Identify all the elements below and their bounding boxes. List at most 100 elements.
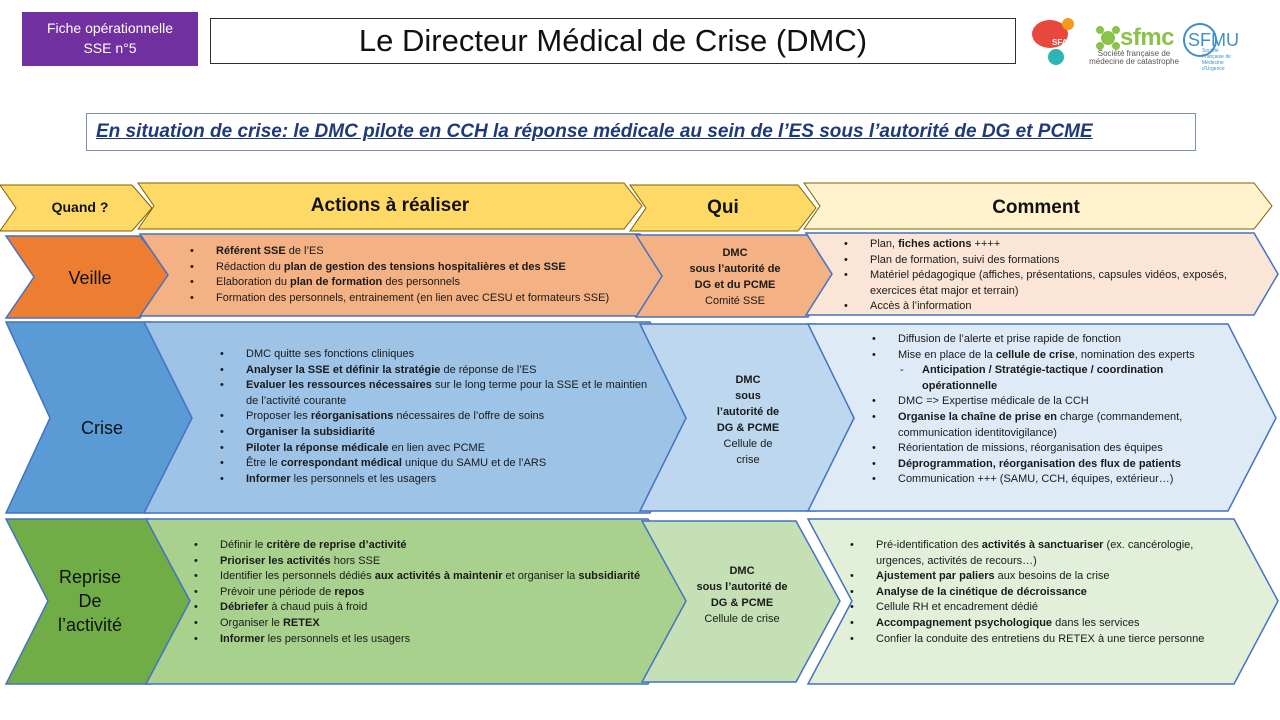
reprise-action-text-run: RETEX [282,616,320,629]
reprise-comment-item: Ajustement par paliers aux besoins de la… [850,569,1232,585]
reprise-comment-text-run: activités à sanctuariser [981,539,1104,551]
reprise-action-text-run: Prévoir une période de [220,585,335,598]
row-label-crise: Crise [80,418,123,438]
veille-action-item: Rédaction du plan de gestion des tension… [190,260,648,276]
veille-action-text-run: Elaboration du [216,276,290,289]
veille-actions: Référent SSE de l’ESRédaction du plan de… [188,244,648,306]
reprise-comment-list: Pré-identification des activités à sanct… [848,538,1232,647]
crise-comment-text-run: , nomination des experts [1074,348,1195,361]
reprise-action-text-run: critère de reprise d’activité [266,539,407,551]
veille-actions-list: Référent SSE de l’ESRédaction du plan de… [188,244,648,306]
veille-comment: Plan, fiches actions ++++Plan de formati… [842,237,1252,315]
sfmu-logo-ring [1183,23,1217,57]
reprise-qui-line: sous l’autorité de [696,581,788,593]
row-label-reprise-line3: l’activité [57,615,123,635]
header-actions-shape [137,182,643,230]
veille-action-text-run: des personnels [382,276,460,289]
crise-action-text-run: DMC quitte ses fonctions cliniques [246,348,415,360]
veille-comment-list: Plan, fiches actions ++++Plan de formati… [842,237,1252,315]
veille-comment-item: Plan, fiches actions ++++ [844,237,1252,253]
reprise-action-item: Informer les personnels et les usagers [194,632,642,648]
crise-comment-text-run: Déprogrammation, réorganisation des flux… [898,457,1181,470]
crise-action-item: Piloter la réponse médicale en lien avec… [220,441,648,457]
reprise-action-item: Prévoir une période de repos [194,585,642,601]
crise-qui-line: crise [736,454,760,466]
reprise-action-item: Prioriser les activités hors SSE [194,554,642,570]
reprise-action-text-run: Organiser le [220,616,283,629]
reprise-action-text-run: à chaud puis à froid [268,601,368,614]
reprise-action-item: Identifier les personnels dédiés aux act… [194,569,642,585]
veille-action-text-run: plan de formation [290,276,383,289]
row-label-reprise: Reprise De l’activité [40,565,140,637]
reprise-action-text-run: Identifier les personnels dédiés [220,570,375,583]
reprise-qui-line: Cellule de crise [704,613,780,625]
row-label-reprise-line2: De [78,591,102,611]
crise-comment-text-run: Mise en place de la [898,348,996,361]
crise-action-text-run: de réponse de l’ES [440,363,537,376]
crise-action-text-run: Organiser la subsidiarité [246,425,375,438]
row-label-veille: Veille [68,268,112,288]
page-subtitle: En situation de crise: le DMC pilote en … [86,113,1196,151]
header-actions: Actions à réaliser [310,195,470,216]
crise-comment-item: Anticipation / Stratégie-tactique / coor… [898,363,1220,394]
sfmc-star-logo [1096,26,1120,50]
veille-comment-text-run: ++++ [971,238,1001,250]
veille-action-item: Référent SSE de l’ES [190,244,648,260]
reprise-actions: Définir le critère de reprise d’activité… [192,538,642,647]
reprise-comment-text-run: Analyse de la cinétique de décroissance [876,585,1087,598]
veille-comment-item: Plan de formation, suivi des formations [844,253,1252,269]
reprise-comment-item: Pré-identification des activités à sanct… [850,538,1232,569]
reprise-comment-text-run: dans les services [1052,616,1140,629]
reprise-action-item: Définir le critère de reprise d’activité [194,538,642,554]
veille-action-item: Formation des personnels, entrainement (… [190,291,648,307]
crise-qui-line: Cellule de [723,438,773,450]
crise-comment: Diffusion de l’alerte et prise rapide de… [870,332,1220,488]
crise-action-text-run: Evaluer les ressources nécessaires [246,379,432,392]
crise-comment-text-run: charge (commandement, communication iden… [898,410,1183,439]
crise-action-item: Être le correspondant médical unique du … [220,456,648,472]
reprise-comment-text-run: Cellule RH et encadrement dédié [876,601,1039,614]
reprise-action-text-run: hors SSE [330,554,381,567]
crise-action-item: Analyser la SSE et définir la stratégie … [220,363,648,379]
reprise-action-item: Organiser le RETEX [194,616,642,632]
crise-actions-list: DMC quitte ses fonctions cliniquesAnalys… [218,347,648,487]
crise-action-item: Organiser la subsidiarité [220,425,648,441]
crise-action-text-run: en lien avec PCME [388,441,486,454]
sfmc-logo-text: sfmc [1120,24,1175,51]
crise-comment-text-run: DMC => Expertise médicale de la CCH [898,395,1089,408]
veille-comment-text-run: Plan de formation, suivi des formations [870,253,1060,266]
sfmu-logo-subtext: Société Française de Médecine d'Urgence [1202,48,1231,72]
crise-action-text-run: Piloter la réponse médicale [246,441,389,454]
veille-comment-text-run: Plan, [870,238,899,250]
fiche-badge: Fiche opérationnelle SSE n°5 [22,12,198,66]
crise-action-item: Informer les personnels et les usagers [220,472,648,488]
veille-qui-line: Comité SSE [705,295,765,307]
crise-actions: DMC quitte ses fonctions cliniquesAnalys… [218,347,648,487]
crise-action-text-run: Proposer les [246,410,311,423]
crise-qui-line: DMC [735,374,761,386]
reprise-comment-item: Cellule RH et encadrement dédié [850,600,1232,616]
reprise-comment: Pré-identification des activités à sanct… [848,538,1232,647]
veille-action-item: Elaboration du plan de formation des per… [190,275,648,291]
reprise-qui-shape [640,520,841,683]
reprise-action-text-run: Débriefer [220,601,269,614]
crise-comment-item: Réorientation de missions, réorganisatio… [872,441,1220,457]
crise-comment-text-run: Organise la chaîne de prise en [898,410,1057,423]
veille-comment-text-run: fiches actions [898,238,972,250]
header-quand: Quand ? [51,199,109,215]
reprise-action-text-run: Informer [220,632,265,645]
reprise-action-text-run: aux activités à maintenir [374,570,503,583]
crise-action-text-run: réorganisations [310,410,394,423]
veille-comment-item: Matériel pédagogique (affiches, présenta… [844,268,1252,299]
reprise-comment-item: Confier la conduite des entretiens du RE… [850,632,1232,648]
veille-label-shape [4,235,173,319]
veille-qui-line: DG et du PCME [694,279,776,291]
veille-comment-text-run: Accès à l’information [870,300,972,313]
crise-action-text-run: sur le long terme pour la SSE et le main… [246,379,648,407]
crise-action-text-run: nécessaires de l’offre de soins [393,410,545,423]
reprise-action-text-run: Définir le [220,539,267,551]
crise-action-text-run: correspondant médical [280,457,402,470]
reprise-action-text-run: les personnels et les usagers [264,632,411,645]
